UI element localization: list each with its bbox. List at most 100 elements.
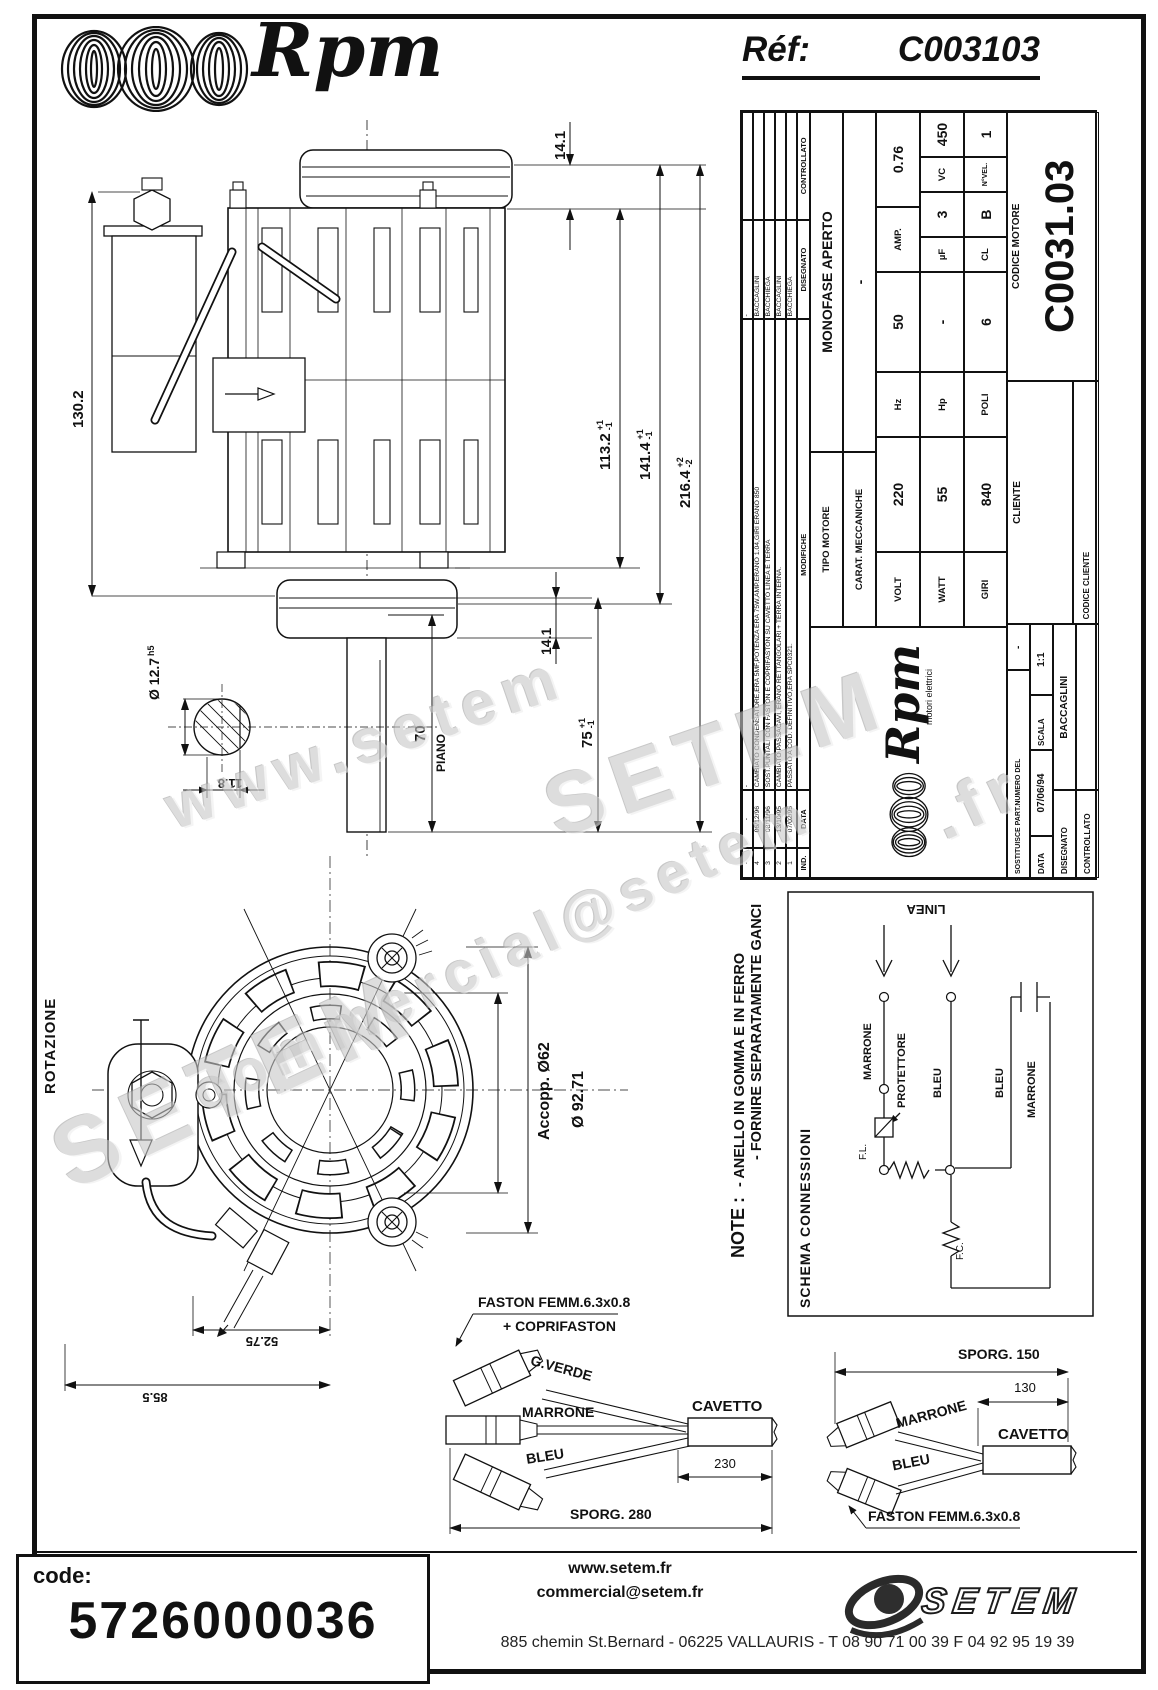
setem-logo-icon <box>844 1574 924 1639</box>
schema-linea-label: LINEA <box>906 902 946 917</box>
nvel-value: 1 <box>964 112 1007 157</box>
schema-bleu-2: BLEU <box>994 1068 1006 1098</box>
dim-14-1-bottom: 14.1 <box>538 627 554 655</box>
tipo-motore-label: TIPO MOTORE <box>810 452 843 627</box>
rev-drawn: BACCHIEGA <box>764 219 775 320</box>
titleblock-logo-cell: Rpm motori elettrici <box>810 627 1007 878</box>
schema-marrone-2: MARRONE <box>1026 1061 1038 1118</box>
brand-logotype: Rpm <box>252 8 444 94</box>
cl-value: B <box>964 192 1007 237</box>
rev-date: 08/11/96 <box>764 790 775 849</box>
rev-text: PASSATO A COD. DEFINITIVO,ERA SPC0321. <box>786 319 797 791</box>
vc-label: VC <box>920 157 964 192</box>
rotazione-label: ROTAZIONE <box>42 997 59 1094</box>
cliente-label: CLIENTE <box>1007 380 1073 625</box>
note-line-1: - ANELLO IN GOMMA E IN FERRO <box>732 952 748 1187</box>
title-block: - - - - 4 06/12/96 CAMBIATO CONDENSATORE… <box>740 110 1099 880</box>
connection-schema <box>787 891 1094 1317</box>
code-label: code: <box>33 1563 92 1588</box>
rev-drawn: BACCHIEGA <box>786 219 797 320</box>
rev-header-ind: IND. <box>797 848 810 878</box>
rev-header-controllato: CONTROLLATO <box>797 112 810 220</box>
cable-drawing-left <box>445 1313 778 1534</box>
revision-row: 2 13/10/95 CAMBIATO PASSACAVI, ERANO RET… <box>775 112 786 878</box>
titleblock-brand-tagline: motori elettrici <box>924 669 935 726</box>
note-block: NOTE : - ANELLO IN GOMMA E IN FERRO - FO… <box>728 826 782 1258</box>
motor-front-view <box>64 856 628 1391</box>
schema-fl-label: F.L. <box>858 1143 869 1160</box>
rev-header-modifiche: MODIFICHE <box>797 319 810 791</box>
rev-drawn: - <box>742 219 753 320</box>
rev-ind: - <box>742 848 753 878</box>
schema-protettore: PROTETTORE <box>896 1033 908 1108</box>
dim-14-1-top: 14.1 <box>552 130 569 160</box>
revision-table: - - - - 4 06/12/96 CAMBIATO CONDENSATORE… <box>742 112 810 878</box>
titleblock-brand-name: Rpm <box>875 643 930 764</box>
piano-label: PIANO <box>434 733 448 772</box>
dim-130-2: 130.2 <box>70 390 87 428</box>
giri-value: 840 <box>964 437 1007 552</box>
dim-130-cable: 130 <box>1014 1380 1036 1395</box>
carat-meccaniche-value: - <box>843 112 876 452</box>
rev-checked <box>753 112 764 220</box>
rev-text: CAMBIATO PASSACAVI, ERANO RETTANGOLARI +… <box>775 319 786 791</box>
wire-marrone-label-left: MARRONE <box>522 1404 595 1420</box>
rpm-coils-logo-icon <box>60 26 249 112</box>
disegnato-label: DISEGNATO <box>1053 790 1076 878</box>
rev-checked <box>775 112 786 220</box>
dim-11-8: 11.8 <box>217 776 243 791</box>
dim-52-75: 52.75 <box>245 1334 279 1349</box>
cavetto-label-right: CAVETTO <box>998 1426 1069 1443</box>
dim-accopp-62: Accopp. Ø62 <box>536 1042 553 1140</box>
dim-diameter-12-7: Ø 12.7 h5 <box>146 645 162 700</box>
ref-label: Réf: <box>742 30 811 69</box>
amp-label: AMP. <box>876 207 920 272</box>
cable-drawing-right <box>826 1352 1077 1529</box>
rev-date: 07/02/95 <box>786 790 797 849</box>
giri-label: GIRI <box>964 552 1007 627</box>
carat-meccaniche-label: CARAT. MECCANICHE <box>843 452 876 627</box>
rev-ind: 4 <box>753 848 764 878</box>
footer-address: 885 chemin St.Bernard - 06225 VALLAURIS … <box>500 1634 1075 1651</box>
dim-sporg-280: SPORG. 280 <box>570 1506 652 1522</box>
hz-value: 50 <box>876 272 920 372</box>
cl-label: CL <box>964 237 1007 272</box>
motor-side-view <box>88 120 712 858</box>
schema-title: SCHEMA CONNESSIONI <box>797 1127 813 1308</box>
uf-label: µF <box>920 237 964 272</box>
scala-value: 1:1 <box>1030 624 1053 695</box>
vc-value: 450 <box>920 112 964 157</box>
hp-value: - <box>920 272 964 372</box>
footer-email: commercial@setem.fr <box>536 1584 704 1601</box>
hz-label: Hz <box>876 372 920 437</box>
controllato-value <box>1076 624 1099 790</box>
rev-checked <box>786 112 797 220</box>
hp-label: Hp <box>920 372 964 437</box>
disegnato-value: BACCAGLINI <box>1053 624 1076 790</box>
tipo-motore-value: MONOFASE APERTO <box>810 112 843 452</box>
coprifaston-label: + COPRIFASTON <box>503 1318 616 1334</box>
watt-label: WATT <box>920 552 964 627</box>
rev-text: CAMBIATO CONDENSATORE,ERA 5MF,POTENZA ER… <box>753 319 764 791</box>
rev-text: SOST.PUNTALI CON FASTON E COPRIFASTON SU… <box>764 319 775 791</box>
nvel-label: N°VEL. <box>964 157 1007 192</box>
sostituisce-value: - <box>1007 624 1030 671</box>
revision-header-row: IND. DATA MODIFICHE DISEGNATO CONTROLLAT… <box>797 112 810 878</box>
dim-113-2: 113.2 +1-1 <box>595 420 614 470</box>
dim-85-5: 85.5 <box>142 1390 168 1405</box>
code-box: code: 5726000036 <box>16 1554 430 1684</box>
faston-label-right: FASTON FEMM.6.3x0.8 <box>868 1508 1021 1524</box>
rev-date: 06/12/96 <box>753 790 764 849</box>
codice-motore-value: C0031.03 <box>1037 159 1082 334</box>
faston-label-left: FASTON FEMM.6.3x0.8 <box>478 1294 631 1310</box>
rev-checked <box>764 112 775 220</box>
amp-value: 0.76 <box>876 112 920 207</box>
rev-ind: 3 <box>764 848 775 878</box>
watt-value: 55 <box>920 437 964 552</box>
rev-checked <box>742 112 753 220</box>
footer-divider-line <box>37 1551 1137 1553</box>
code-value: 5726000036 <box>68 1592 378 1650</box>
volt-label: VOLT <box>876 552 920 627</box>
